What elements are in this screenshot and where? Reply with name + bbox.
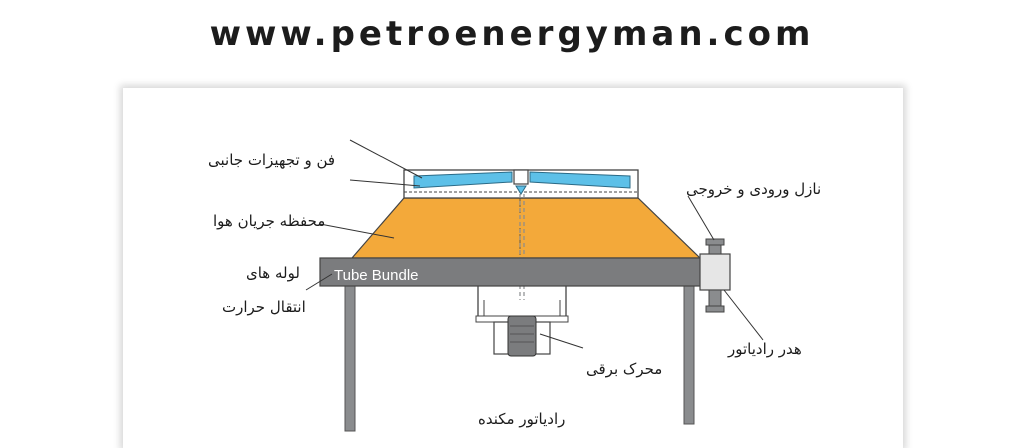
tube-bundle-label: Tube Bundle bbox=[334, 267, 419, 284]
label-header: هدر رادیاتور bbox=[728, 340, 802, 358]
label-nozzle: نازل ورودی و خروجی bbox=[686, 180, 822, 198]
leader-fan-1 bbox=[349, 139, 423, 179]
label-motor: محرک برقی bbox=[586, 360, 663, 378]
leader-header bbox=[723, 289, 764, 341]
fan-blade-left bbox=[413, 171, 513, 189]
fan-hub bbox=[513, 169, 529, 185]
fan-blade-right bbox=[529, 171, 631, 189]
left-leg bbox=[344, 285, 356, 432]
label-plenum: محفظه جریان هوا bbox=[213, 212, 326, 230]
leader-plenum bbox=[319, 223, 395, 239]
label-tubes-line1: لوله های bbox=[246, 264, 300, 282]
leader-motor bbox=[539, 333, 584, 349]
radiator-header bbox=[699, 253, 731, 291]
site-url: www.petroenergyman.com bbox=[209, 14, 815, 54]
leader-tubes bbox=[305, 273, 333, 291]
label-tubes-line2: انتقال حرارت bbox=[222, 298, 306, 316]
diagram-title: رادیاتور مکنده bbox=[478, 410, 566, 428]
leader-fan-2 bbox=[349, 179, 421, 187]
leader-nozzle bbox=[687, 195, 715, 241]
right-leg bbox=[683, 285, 695, 425]
label-fan: فن و تجهیزات جانبی bbox=[208, 151, 336, 169]
air-plenum bbox=[350, 197, 702, 259]
